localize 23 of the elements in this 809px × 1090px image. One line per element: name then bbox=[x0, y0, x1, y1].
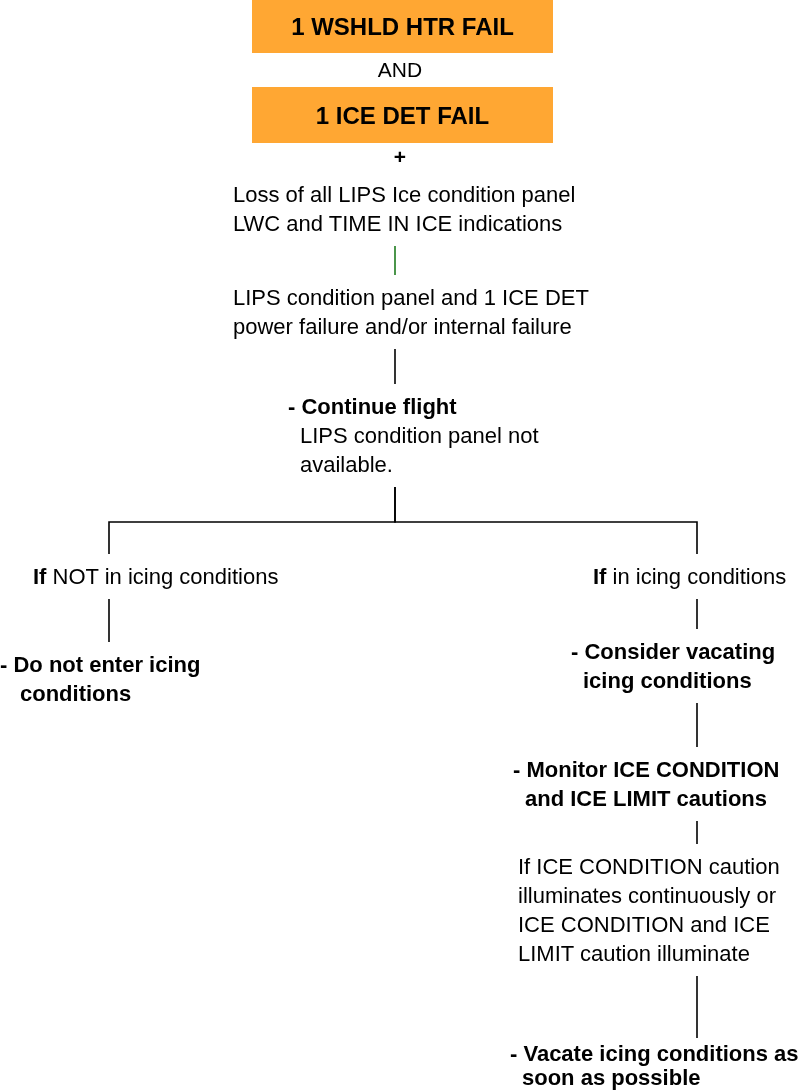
connector-line bbox=[108, 598, 110, 643]
condition-text: Loss of all LIPS Ice condition panel LWC and TIME IN ICE indications bbox=[233, 172, 613, 246]
action-heading: - Continue flight bbox=[288, 393, 458, 421]
connector-line bbox=[394, 245, 396, 276]
action-text: - Consider vacating icing conditions bbox=[571, 629, 809, 703]
connector-line bbox=[696, 975, 698, 1039]
condition-text: LIPS condition panel and 1 ICE DET power failure and/or internal failure bbox=[233, 275, 638, 349]
status-banner: 1 ICE DET FAIL bbox=[252, 87, 553, 143]
action-text: - Do not enter icing conditions bbox=[0, 642, 245, 716]
status-banner: 1 WSHLD HTR FAIL bbox=[252, 0, 553, 53]
action-text: - Monitor ICE CONDITION and ICE LIMIT cautions bbox=[513, 747, 809, 821]
condition-text: If ICE CONDITION caution illuminates continuously or ICE CONDITION and ICE LIMIT caution illuminate bbox=[518, 844, 809, 976]
condition-text: If in icing conditions bbox=[593, 554, 809, 599]
connector-line bbox=[696, 702, 698, 748]
action-text: - Vacate icing conditions as soon as possible bbox=[510, 1038, 809, 1090]
connector-line bbox=[394, 348, 396, 385]
connector-line bbox=[696, 598, 698, 630]
plus-sign: + bbox=[392, 145, 408, 169]
condition-text: If NOT in icing conditions bbox=[33, 554, 323, 599]
action-note: LIPS condition panel not available. bbox=[299, 422, 540, 479]
connector-line bbox=[696, 820, 698, 845]
conjunction-label: AND bbox=[376, 58, 424, 82]
connector-line bbox=[394, 486, 698, 555]
